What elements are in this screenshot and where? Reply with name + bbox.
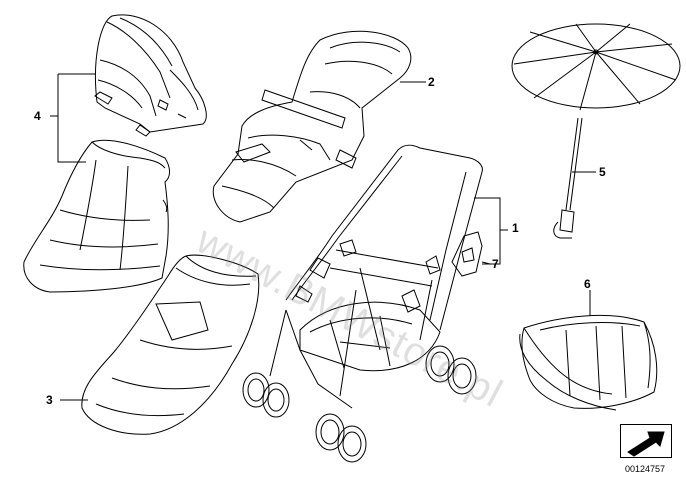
changing-bag bbox=[519, 315, 658, 411]
adapter-bracket bbox=[451, 231, 483, 277]
footmuff-cover bbox=[23, 139, 170, 293]
callout-3: 3 bbox=[46, 393, 53, 407]
leader-1-7 bbox=[474, 197, 508, 265]
parasol-icon bbox=[511, 23, 681, 239]
callout-2: 2 bbox=[428, 75, 435, 89]
arrow-icon bbox=[627, 431, 665, 457]
stroller-frame bbox=[269, 144, 483, 409]
callout-6: 6 bbox=[584, 277, 591, 291]
leader-4 bbox=[50, 73, 95, 163]
stroller-wheels bbox=[242, 345, 477, 463]
reference-number: 00124757 bbox=[625, 464, 666, 474]
callout-1: 1 bbox=[512, 221, 519, 235]
canopy-hood bbox=[94, 14, 207, 137]
carrycot-seat bbox=[212, 30, 412, 223]
direction-box bbox=[620, 424, 672, 458]
callout-5: 5 bbox=[599, 165, 606, 179]
footmuff-bag bbox=[81, 254, 260, 435]
callout-4: 4 bbox=[34, 109, 41, 123]
callout-7: 7 bbox=[492, 257, 499, 271]
